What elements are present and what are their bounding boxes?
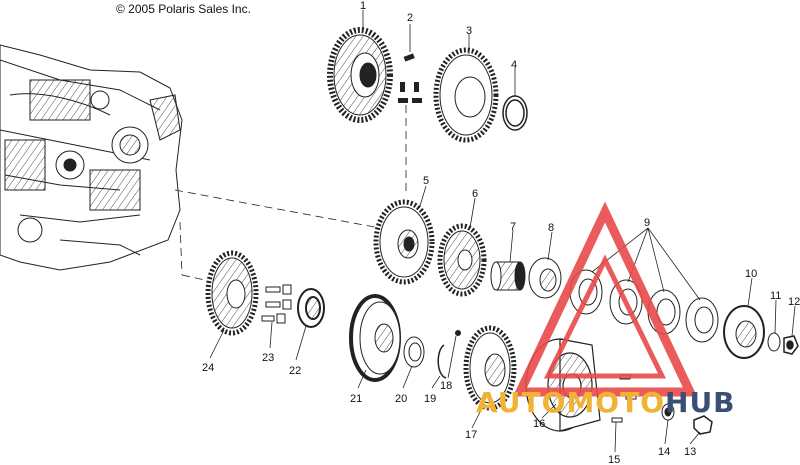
part-10-hub	[723, 305, 765, 359]
part-22-seal	[297, 288, 325, 328]
callout-23: 23	[262, 352, 274, 364]
callout-11: 11	[770, 290, 781, 302]
watermark-logo	[512, 201, 698, 397]
callout-17: 17	[465, 429, 477, 441]
engine-case	[0, 44, 183, 271]
part-7-bearing	[490, 261, 526, 291]
part-6-gear	[437, 223, 487, 297]
callout-15: 15	[608, 454, 620, 465]
callout-3: 3	[466, 25, 472, 37]
part-3-gear	[433, 47, 499, 143]
part-13-bolt	[693, 415, 713, 435]
callout-13: 13	[684, 446, 696, 458]
callout-9: 9	[644, 217, 650, 229]
part-12-nut	[783, 335, 799, 355]
part-1-gear	[327, 27, 393, 123]
part-19-clip	[437, 344, 447, 379]
part-16-drum	[525, 338, 601, 432]
part-4-ring	[502, 95, 528, 131]
part-8-bushing	[528, 257, 562, 299]
copyright-notice: © 2005 Polaris Sales Inc.	[116, 2, 251, 16]
callout-24: 24	[202, 362, 214, 374]
callout-16: 16	[533, 418, 545, 430]
callout-numbers: 1 2 3 4 5 6 7 8 9 10 11 12 13 14 15 16 1…	[202, 0, 800, 465]
watermark-text: AUTOMOTOHUB	[476, 386, 736, 419]
callout-14: 14	[658, 446, 670, 458]
callout-7: 7	[510, 221, 516, 233]
callout-10: 10	[745, 268, 757, 280]
watermark-part2: HUB	[665, 386, 736, 419]
part-24-gear	[205, 250, 259, 336]
leader-lines	[209, 10, 796, 453]
axis-lines	[174, 105, 407, 281]
callout-2: 2	[407, 12, 413, 24]
callout-20: 20	[395, 393, 407, 405]
callout-19: 19	[424, 393, 436, 405]
part-2-pins	[398, 53, 422, 103]
callout-8: 8	[548, 222, 554, 234]
part-17-gear	[463, 325, 517, 411]
callout-22: 22	[289, 365, 301, 377]
part-18-pin	[455, 330, 461, 336]
callout-1: 1	[360, 0, 366, 12]
watermark-part1: AUTOMOTO	[476, 386, 665, 419]
callout-4: 4	[511, 59, 517, 71]
callout-21: 21	[350, 393, 362, 405]
part-21-gear	[349, 294, 401, 382]
part-23-bolts	[261, 284, 292, 324]
part-11-washer	[767, 332, 781, 352]
part-20-washer	[403, 336, 425, 368]
callout-12: 12	[788, 296, 800, 308]
callout-5: 5	[423, 175, 429, 187]
callout-18: 18	[440, 380, 452, 392]
callout-6: 6	[472, 188, 478, 200]
part-5-gear	[373, 199, 435, 285]
